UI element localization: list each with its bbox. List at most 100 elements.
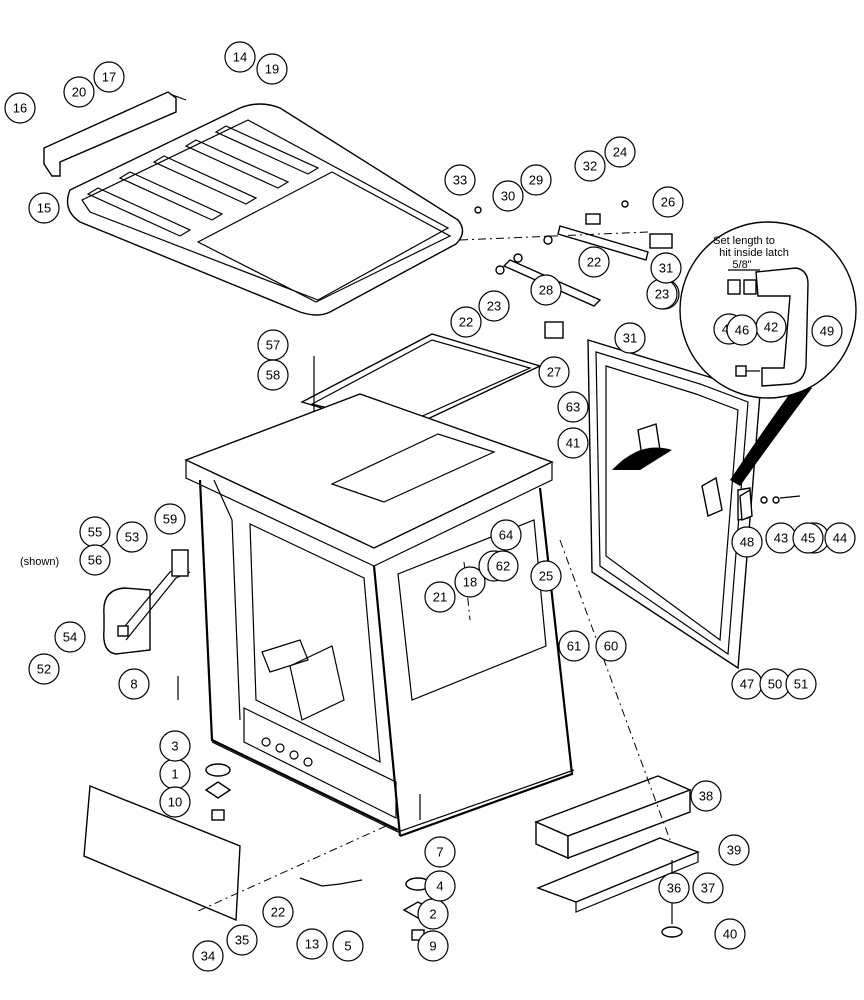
callout-label: 38 xyxy=(699,789,713,804)
callout-label: 64 xyxy=(499,528,513,543)
callout-60: 60 xyxy=(595,630,627,662)
storage-box xyxy=(534,775,692,860)
callout-label: 27 xyxy=(547,365,561,380)
ground-strap xyxy=(299,877,363,887)
callout-label: 9 xyxy=(429,939,436,954)
callout-59: 59 xyxy=(154,503,186,535)
storage-tray xyxy=(536,837,700,913)
callout-20: 20 xyxy=(63,76,95,108)
callout-label: 46 xyxy=(735,323,749,338)
callout-34: 34 xyxy=(192,940,224,972)
note-line-2: hit inside latch xyxy=(719,247,789,259)
callout-62: 62 xyxy=(487,550,519,582)
callout-label: 19 xyxy=(265,62,279,77)
callout-label: 28 xyxy=(539,283,553,298)
callout-19: 19 xyxy=(256,53,288,85)
callout-52: 52 xyxy=(28,653,60,685)
callout-label: 24 xyxy=(613,145,627,160)
callout-61: 61 xyxy=(558,630,590,662)
callout-label: 3 xyxy=(171,739,178,754)
callout-label: 61 xyxy=(567,639,581,654)
callout-label: 59 xyxy=(163,512,177,527)
callout-9: 9 xyxy=(417,930,449,962)
callout-label: 35 xyxy=(235,933,249,948)
callout-46: 46 xyxy=(726,314,758,346)
callout-label: 31 xyxy=(659,261,673,276)
callout-label: 22 xyxy=(587,255,601,270)
callout-7: 7 xyxy=(424,836,456,868)
callout-3: 3 xyxy=(159,730,191,762)
callout-label: 51 xyxy=(794,677,808,692)
callout-label: 14 xyxy=(233,50,247,65)
callout-label: 47 xyxy=(740,677,754,692)
callout-10: 10 xyxy=(159,786,191,818)
callout-label: 33 xyxy=(453,173,467,188)
callout-label: 13 xyxy=(305,937,319,952)
callout-4: 4 xyxy=(424,870,456,902)
roof-bracket xyxy=(43,91,187,177)
callout-13: 13 xyxy=(296,928,328,960)
callout-44: 44 xyxy=(824,522,856,554)
callout-label: 16 xyxy=(13,101,27,116)
callout-28: 28 xyxy=(530,274,562,306)
callout-label: 58 xyxy=(266,368,280,383)
callout-49: 49 xyxy=(811,315,843,347)
callout-label: 43 xyxy=(774,531,788,546)
callout-30: 30 xyxy=(492,180,524,212)
callout-32: 32 xyxy=(574,150,606,182)
callout-5: 5 xyxy=(332,930,364,962)
callout-37: 37 xyxy=(692,872,724,904)
callout-26: 26 xyxy=(652,186,684,218)
callout-21: 21 xyxy=(424,581,456,613)
callout-label: 22 xyxy=(271,905,285,920)
callout-22: 22 xyxy=(262,896,294,928)
callout-label: 62 xyxy=(496,559,510,574)
callout-8: 8 xyxy=(118,668,150,700)
callout-label: 50 xyxy=(768,677,782,692)
callout-layer: 1234578910131415161718192021222222232323… xyxy=(4,41,856,972)
callout-label: 7 xyxy=(436,845,443,860)
callout-14: 14 xyxy=(224,41,256,73)
callout-label: 63 xyxy=(566,400,580,415)
callout-label: 8 xyxy=(130,677,137,692)
callout-label: 52 xyxy=(37,662,51,677)
callout-27: 27 xyxy=(538,356,570,388)
callout-label: 18 xyxy=(463,575,477,590)
callout-1: 1 xyxy=(159,758,191,790)
callout-23: 23 xyxy=(646,278,678,310)
callout-29: 29 xyxy=(520,164,552,196)
callout-label: 41 xyxy=(566,436,580,451)
note-line-3: 5/8" xyxy=(732,259,751,271)
callout-label: 32 xyxy=(583,159,597,174)
callout-23: 23 xyxy=(478,290,510,322)
callout-label: 48 xyxy=(740,535,754,550)
callout-33: 33 xyxy=(444,164,476,196)
door-hinge-assembly xyxy=(459,200,673,339)
callout-64: 64 xyxy=(490,519,522,551)
callout-label: 30 xyxy=(501,189,515,204)
shown-label: (shown) xyxy=(20,556,59,568)
callout-label: 25 xyxy=(539,569,553,584)
callout-55: 55 xyxy=(79,516,111,548)
roof-panel xyxy=(66,103,464,316)
callout-18: 18 xyxy=(454,566,486,598)
callout-63: 63 xyxy=(557,391,589,423)
callout-22: 22 xyxy=(450,306,482,338)
callout-label: 54 xyxy=(63,630,77,645)
callout-47: 47 xyxy=(731,668,763,700)
mount-hardware xyxy=(177,676,683,941)
callout-56: 56 xyxy=(79,544,111,576)
side-panel xyxy=(83,784,241,922)
callout-label: 36 xyxy=(667,881,681,896)
callout-label: 55 xyxy=(88,525,102,540)
callout-label: 5 xyxy=(344,939,351,954)
cab-door xyxy=(587,339,812,670)
callout-17: 17 xyxy=(93,61,125,93)
callout-label: 39 xyxy=(727,843,741,858)
callout-label: 34 xyxy=(201,949,215,964)
callout-label: 26 xyxy=(661,195,675,210)
callout-label: 40 xyxy=(723,927,737,942)
callout-54: 54 xyxy=(54,621,86,653)
callout-label: 10 xyxy=(168,795,182,810)
callout-25: 25 xyxy=(530,560,562,592)
